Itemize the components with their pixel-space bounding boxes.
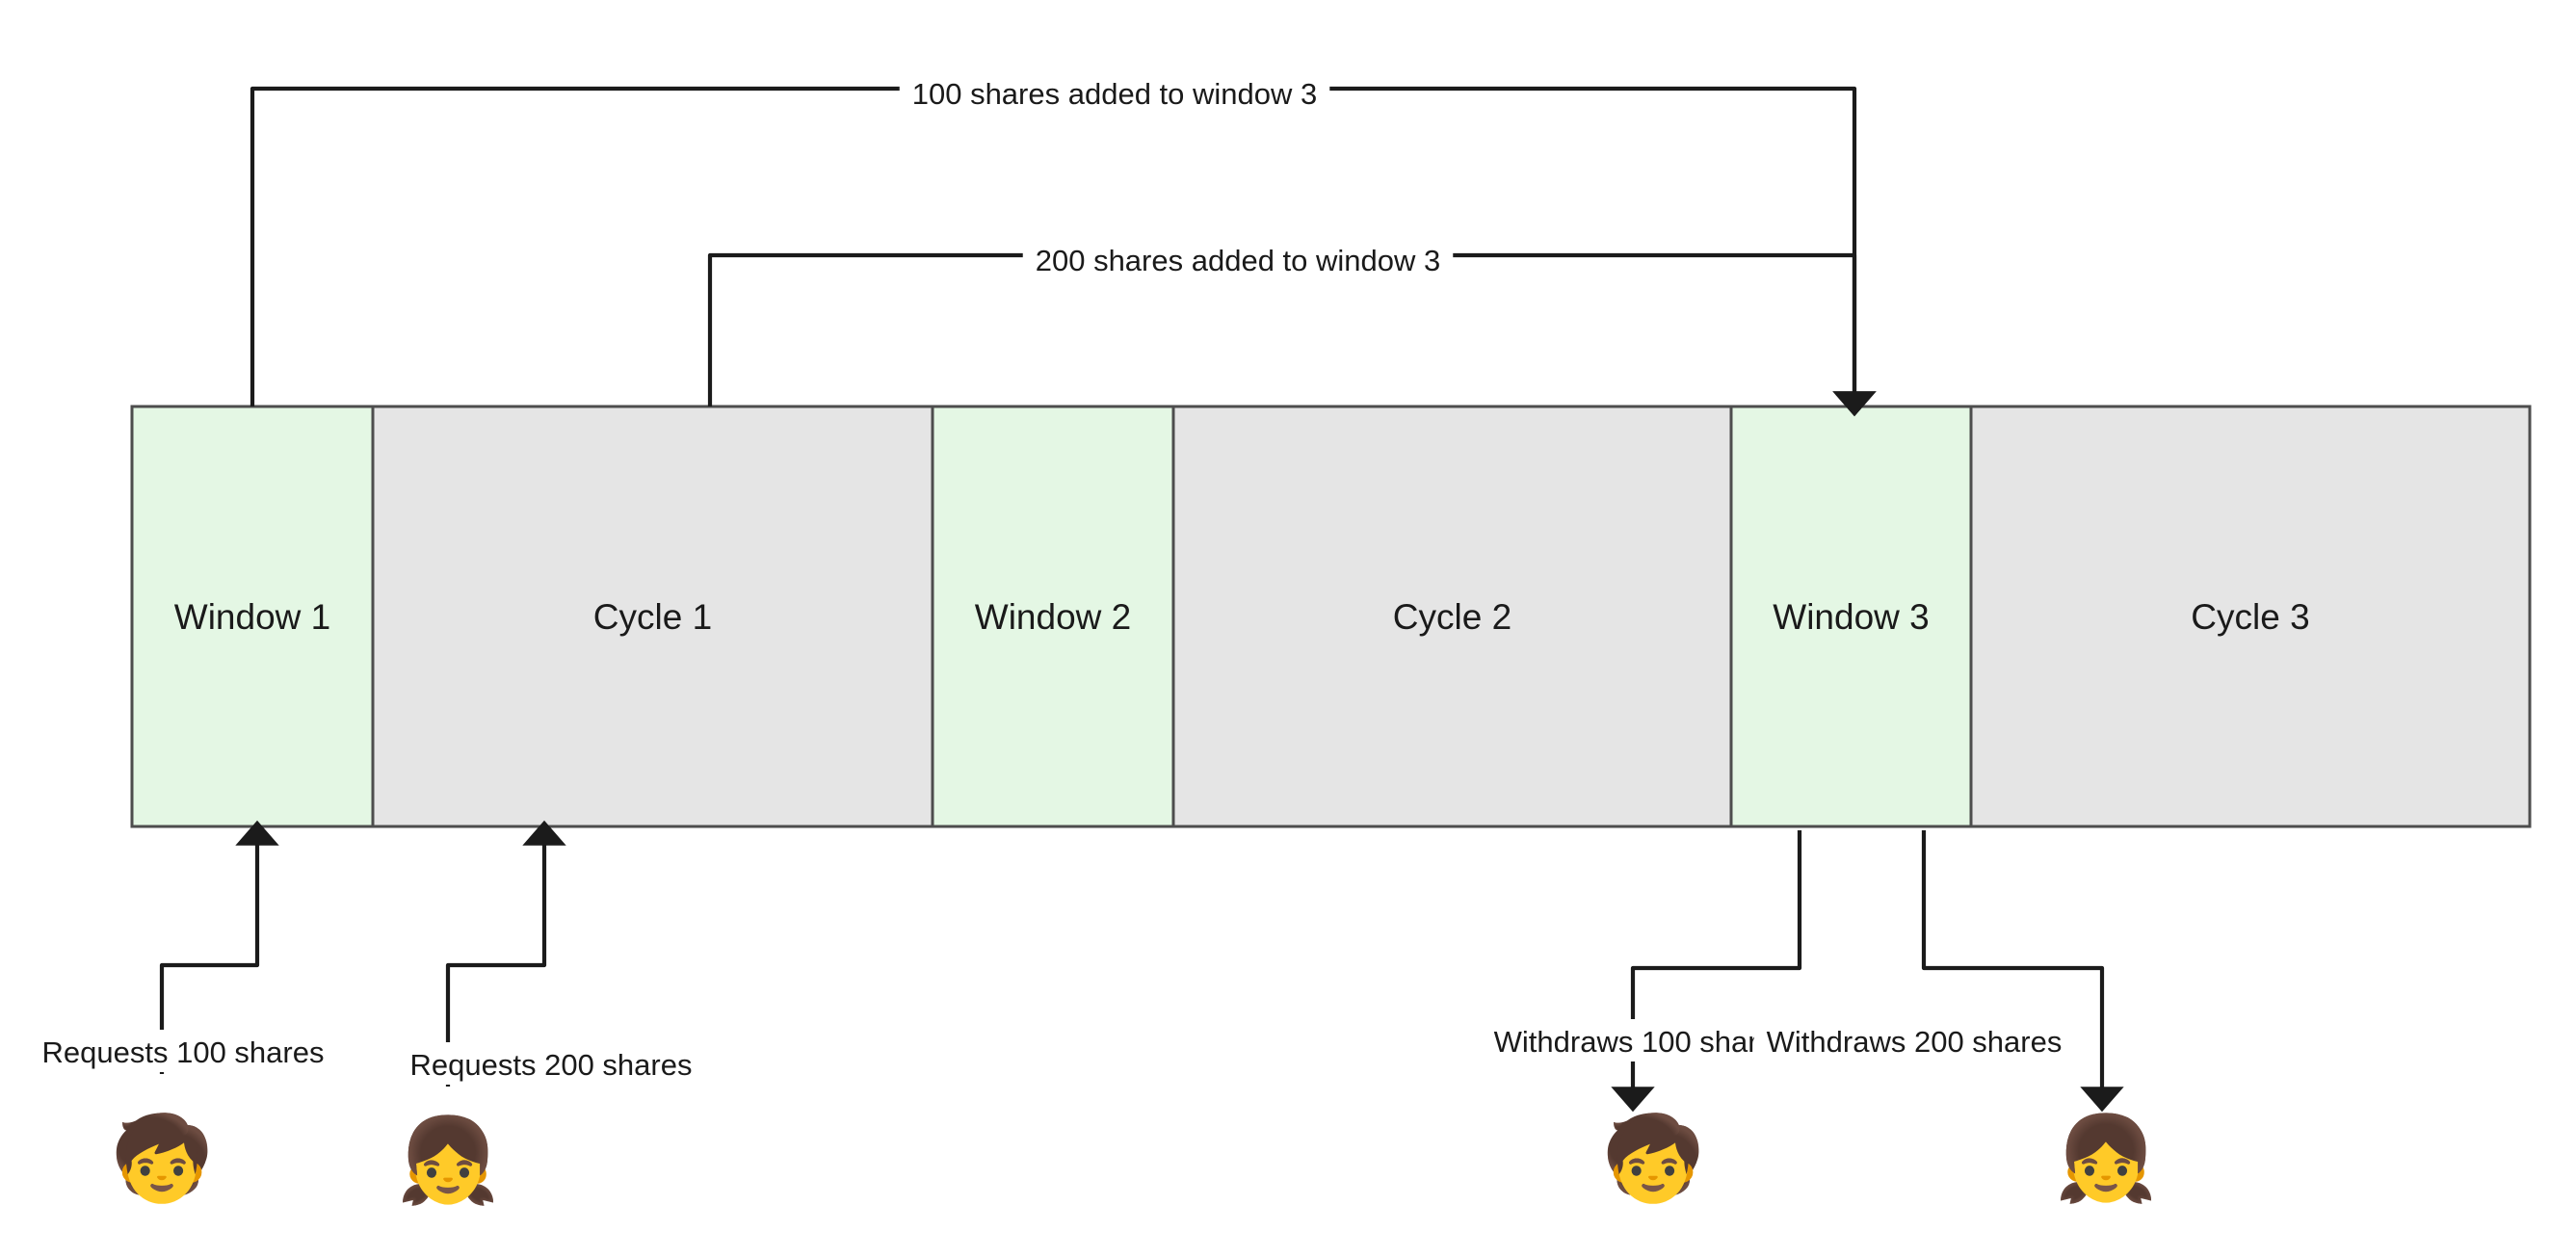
timeline-segment-window-3[interactable]: Window 3 bbox=[1729, 405, 1973, 828]
flow-label-flow-request-100: Requests 100 shares bbox=[42, 1035, 325, 1069]
segment-label-window-2: Window 2 bbox=[975, 597, 1131, 637]
segment-rect bbox=[1729, 405, 1973, 828]
flow-path-flow-withdraw-200 bbox=[1921, 830, 2124, 1113]
segment-label-cycle-1: Cycle 1 bbox=[593, 597, 712, 637]
segment-label-window-3: Window 3 bbox=[1773, 597, 1929, 637]
flow-path-flow-request-200 bbox=[445, 820, 566, 1087]
timeline-segment-cycle-3[interactable]: Cycle 3 bbox=[1969, 405, 2532, 828]
timeline-segment-cycle-1[interactable]: Cycle 1 bbox=[371, 405, 934, 828]
flow-label-flow-200-added: 200 shares added to window 3 bbox=[1036, 244, 1441, 277]
segment-label-cycle-3: Cycle 3 bbox=[2191, 597, 2309, 637]
flow-label-flow-100-added: 100 shares added to window 3 bbox=[912, 77, 1318, 111]
label-backdrop bbox=[29, 1030, 337, 1072]
label-backdrop bbox=[1022, 238, 1454, 280]
segment-rect bbox=[1969, 405, 2532, 828]
label-backdrop bbox=[1481, 1019, 1802, 1061]
timeline-segments: Window 1 Cycle 1 Window 2 Cycle 2 Window 3 Cy… bbox=[130, 405, 2532, 828]
flow-label-flow-request-200: Requests 200 shares bbox=[410, 1048, 693, 1082]
timeline-segment-cycle-2[interactable]: Cycle 2 bbox=[1171, 405, 1733, 828]
segment-rect bbox=[931, 405, 1175, 828]
segment-label-cycle-2: Cycle 2 bbox=[1393, 597, 1511, 637]
timeline-segment-window-2[interactable]: Window 2 bbox=[931, 405, 1175, 828]
flow-labels: 100 shares added to window 3 200 shares a… bbox=[29, 71, 2075, 1085]
child-face-emoji: 🧒 bbox=[110, 1113, 214, 1205]
flow-path-flow-request-100 bbox=[159, 820, 279, 1074]
segment-label-window-1: Window 1 bbox=[174, 597, 330, 637]
label-backdrop bbox=[899, 71, 1330, 114]
girl-face-emoji: 👧 bbox=[396, 1114, 500, 1207]
flow-label-flow-withdraw-100: Withdraws 100 shares bbox=[1494, 1025, 1790, 1059]
timeline-segment-window-1[interactable]: Window 1 bbox=[130, 405, 375, 828]
label-backdrop bbox=[397, 1042, 705, 1085]
flow-label-flow-withdraw-200: Withdraws 200 shares bbox=[1767, 1025, 2063, 1059]
child-face-emoji: 🧒 bbox=[1601, 1113, 1705, 1205]
segment-rect bbox=[130, 405, 375, 828]
girl-face-emoji: 👧 bbox=[2054, 1113, 2158, 1205]
label-backdrop bbox=[1753, 1019, 2075, 1061]
segment-rect bbox=[371, 405, 934, 828]
segment-rect bbox=[1171, 405, 1733, 828]
